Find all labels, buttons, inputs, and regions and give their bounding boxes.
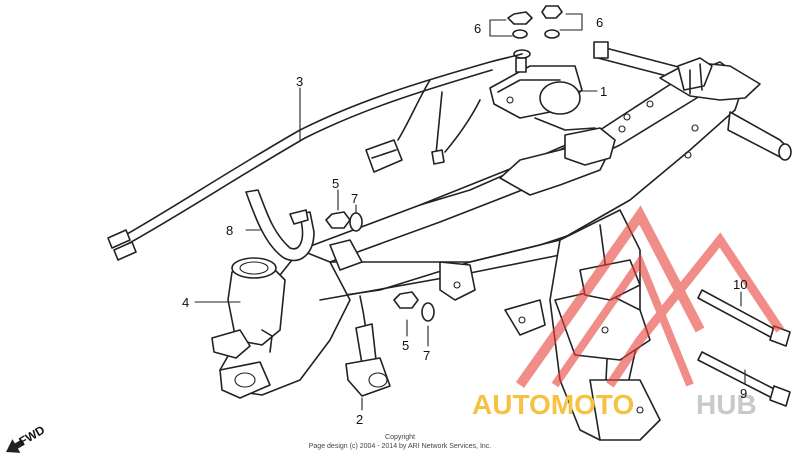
- callout-1: 1: [600, 84, 607, 99]
- fwd-label: FWD: [17, 423, 48, 449]
- ignition-coil: [489, 57, 596, 131]
- fwd-arrow-icon: [6, 439, 25, 453]
- callout-4: 4: [182, 295, 189, 310]
- bolt-10: [697, 289, 791, 347]
- callout-6-right: 6: [596, 15, 603, 30]
- watermark-text-secondary: HUB: [696, 389, 757, 420]
- callout-3: 3: [296, 74, 303, 89]
- head-pipe: [211, 257, 286, 399]
- callout-2: 2: [356, 412, 363, 427]
- plug-cap: [345, 295, 391, 397]
- nut-washer-upper: [325, 211, 363, 232]
- callout-5-upper: 5: [332, 176, 339, 191]
- copyright-line1: Copyright: [385, 434, 415, 441]
- callout-5-lower: 5: [402, 338, 409, 353]
- nut-washer-lower: [393, 291, 435, 322]
- callout-8: 8: [226, 223, 233, 238]
- leader-lines: [194, 13, 746, 411]
- wire-clamp: [245, 189, 315, 262]
- callout-10: 10: [733, 277, 747, 292]
- nut-group-6: [507, 5, 563, 59]
- callout-9: 9: [740, 386, 747, 401]
- copyright-line2: Page design (c) 2004 - 2014 by ARI Netwo…: [309, 443, 492, 450]
- wire-harness: [107, 53, 523, 261]
- bolt-9: [697, 351, 791, 407]
- watermark-logo: [515, 205, 784, 388]
- callout-6-left: 6: [474, 21, 481, 36]
- callout-7-upper: 7: [351, 191, 358, 206]
- watermark-text-primary: AUTOMOTO: [472, 389, 634, 420]
- callout-7-lower: 7: [423, 348, 430, 363]
